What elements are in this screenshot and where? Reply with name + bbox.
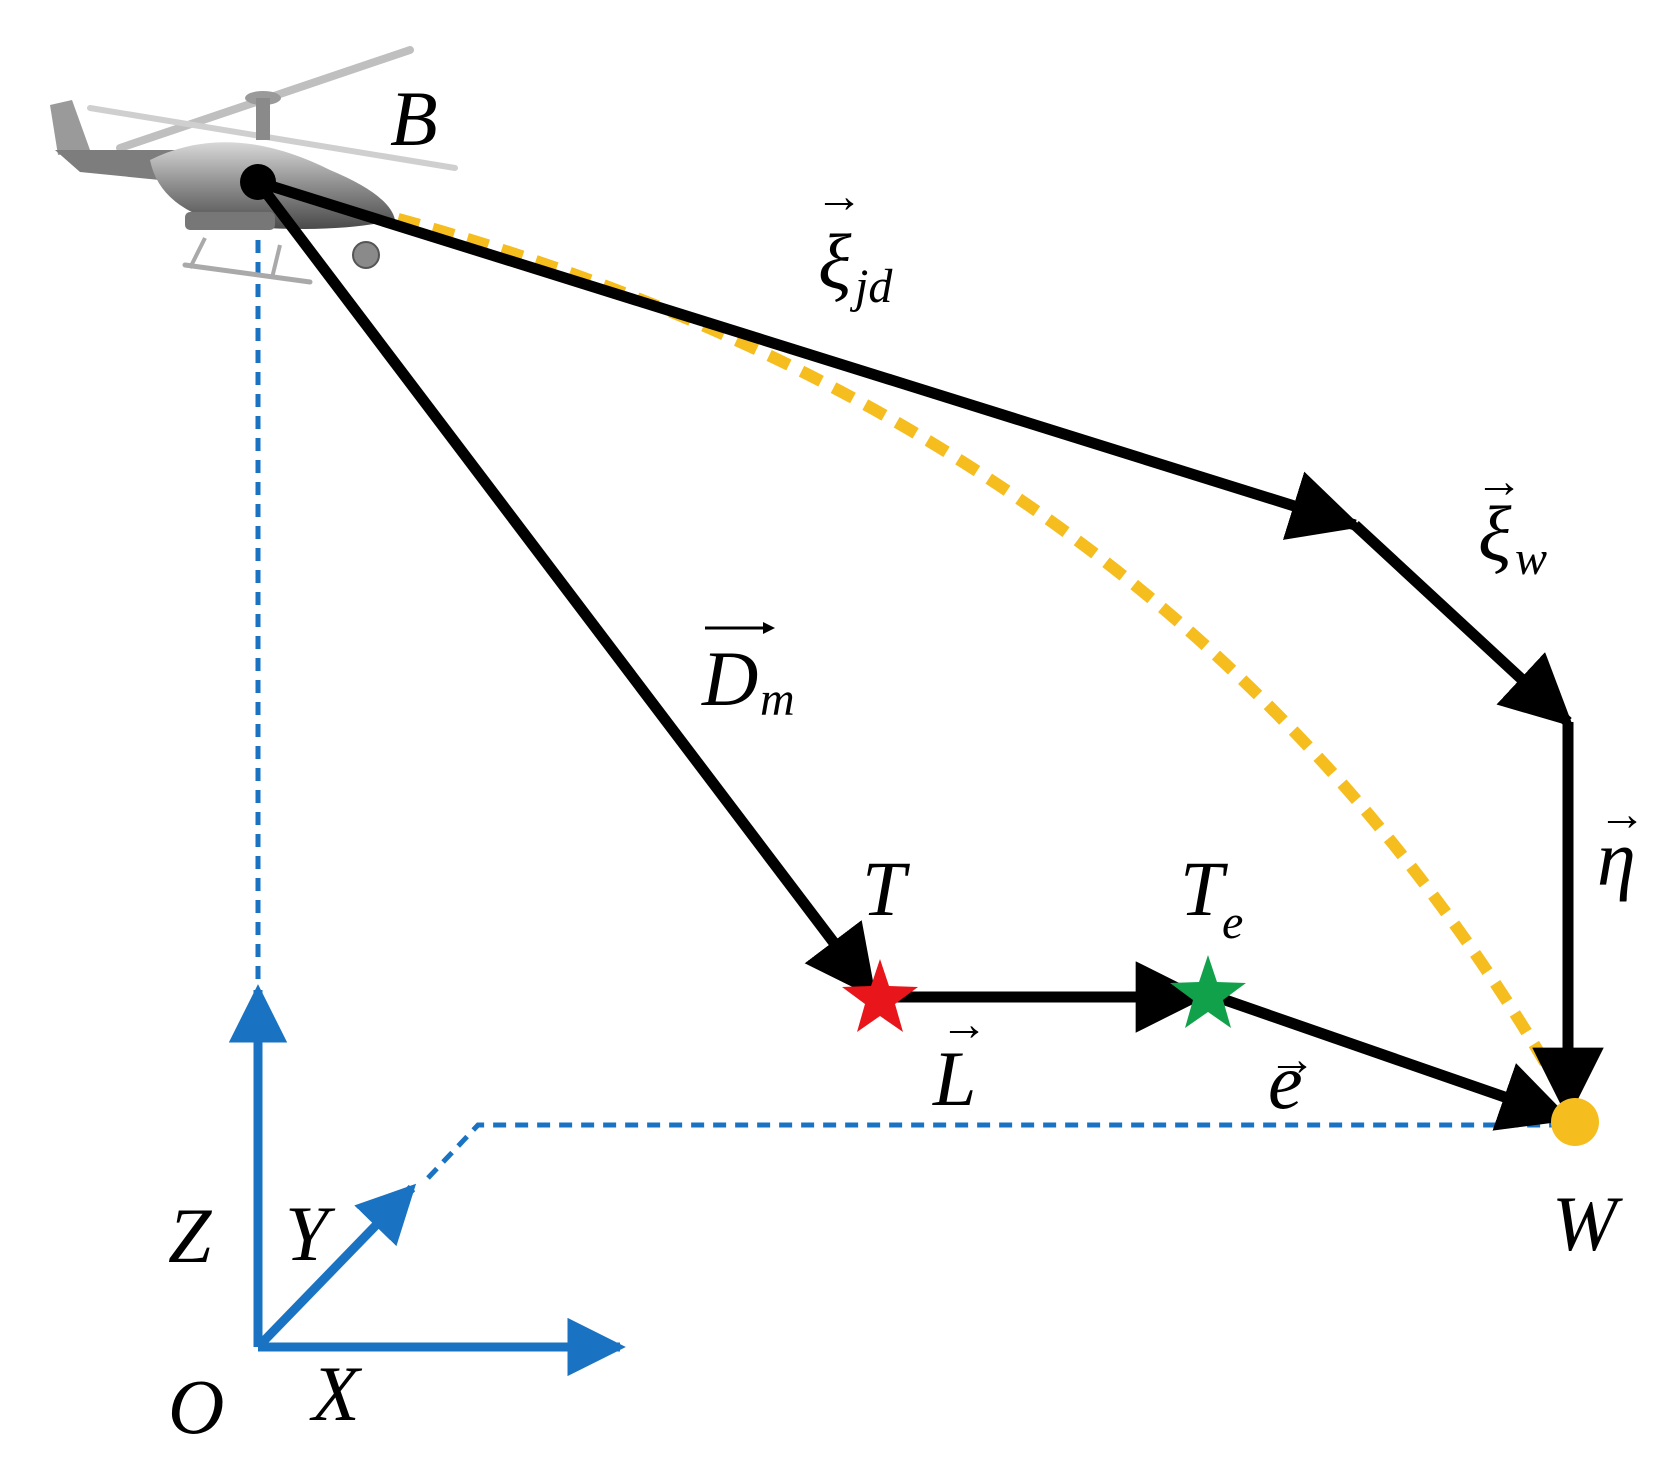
vector-d-m [253,178,877,999]
label-xi-w-arrow: → [1475,455,1523,508]
label-axis-x: X [309,1350,363,1437]
label-d-m-subscript: m [760,673,795,726]
label-l-arrow: → [940,998,988,1051]
vector-xi-jd [256,176,1362,540]
label-b: B [390,75,438,162]
target-star-icon [842,959,918,1032]
vectors [253,176,1604,1131]
label-te-subscript: e [1222,896,1243,949]
label-d-m-overarrow-head [763,622,775,634]
label-e-arrow: → [1268,1033,1316,1086]
vector-e [1206,988,1572,1131]
coordinate-axes [228,984,626,1377]
label-eta: η [1597,815,1636,902]
label-o: O [168,1363,224,1450]
label-d-m: D [701,635,758,722]
label-t: T [862,845,910,932]
label-l: L [932,1035,976,1122]
ground-projection-line [426,1122,1560,1180]
label-xi-jd: ξ [818,218,852,305]
y-axis [254,1183,417,1351]
projection-lines [255,240,1560,1180]
label-e: e [1268,1038,1303,1125]
label-xi-w-subscript: w [1515,532,1547,585]
label-w: W [1552,1180,1623,1267]
vector-xi-w [1351,520,1574,727]
label-axis-z: Z [168,1192,213,1279]
trajectory-curve [256,179,1584,1123]
label-axis-y: Y [285,1190,336,1277]
label-eta-arrow: → [1598,788,1646,841]
label-xi-jd-subscript: jd [849,260,893,313]
label-xi-jd-arrow: → [815,170,863,223]
impact-point-dot [1551,1098,1599,1146]
label-te: T [1180,845,1228,932]
estimated-target-star-icon [1170,955,1246,1028]
point-b-dot [240,164,276,200]
label-xi-w: ξ [1478,490,1512,577]
